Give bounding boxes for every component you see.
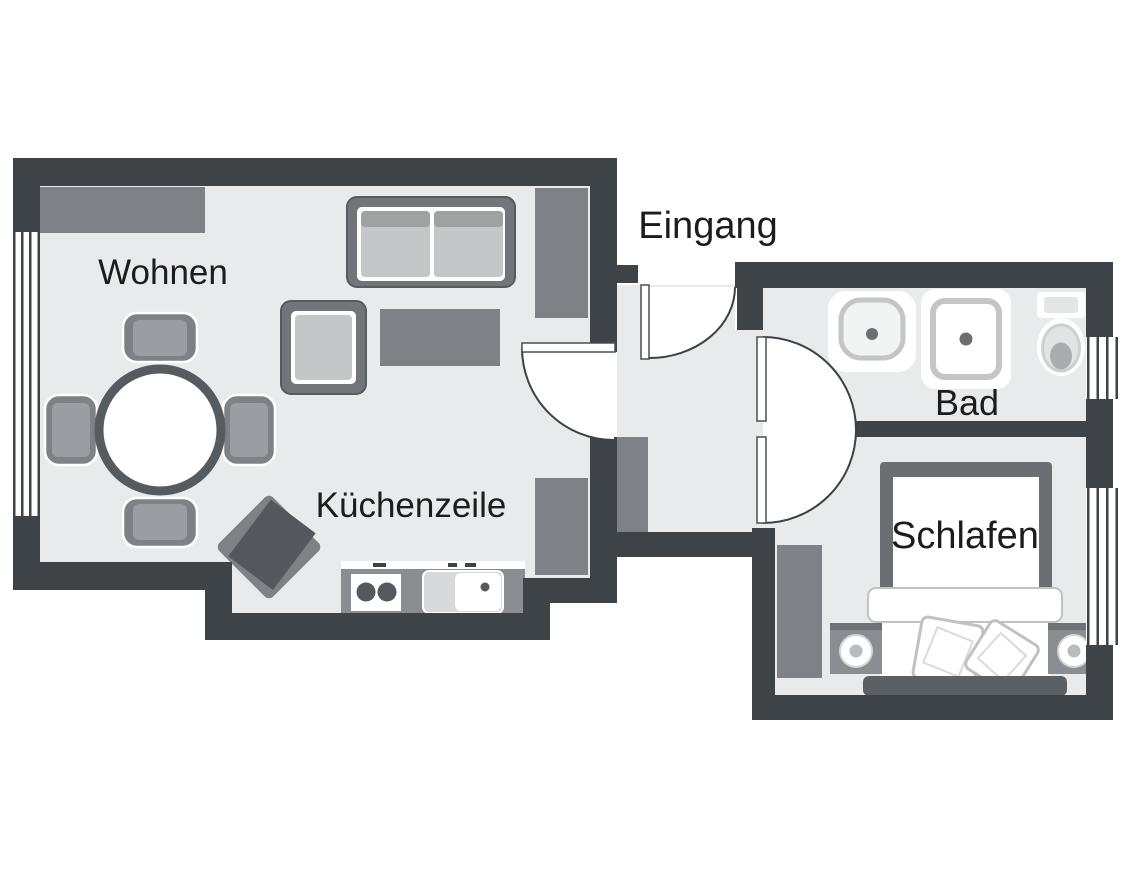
bathroom-fixtures xyxy=(828,289,1085,389)
tall-cabinet-top xyxy=(535,188,588,318)
dining-chair-bottom xyxy=(121,496,199,549)
door-leaf xyxy=(756,436,767,524)
counter-handle xyxy=(373,563,386,567)
kitchen-sink xyxy=(422,570,504,614)
label-entrance: Eingang xyxy=(638,205,777,247)
bathroom-window-right xyxy=(1086,337,1118,399)
burner xyxy=(377,582,397,602)
wall-step-connector-right xyxy=(523,590,550,640)
bath-top-wall xyxy=(735,262,1113,288)
headboard xyxy=(863,676,1067,696)
lounge-chair xyxy=(217,495,321,599)
bath-left-wall xyxy=(737,262,763,330)
hall-cabinet xyxy=(617,437,648,532)
dining-chair-top xyxy=(121,311,199,364)
round-dining-table xyxy=(94,364,226,496)
label-living: Wohnen xyxy=(98,253,228,292)
living-room-door xyxy=(521,342,616,441)
bedroom-window-right xyxy=(1086,488,1118,645)
double-bed xyxy=(863,462,1067,696)
room-labels: Wohnen Küchenzeile Eingang Bad Schlafen xyxy=(98,205,1039,557)
entry-wall-stub xyxy=(617,265,638,283)
bedroom-bottom-wall xyxy=(752,695,1113,720)
bedroom-left-wall xyxy=(752,528,775,697)
pillow-right xyxy=(964,619,1040,695)
wardrobe xyxy=(777,545,822,678)
living-room-furniture xyxy=(38,187,588,599)
sofa xyxy=(346,196,516,288)
living-top-wall xyxy=(13,158,617,186)
armchair xyxy=(280,300,367,395)
door-leaf xyxy=(756,336,767,422)
kitchen-unit xyxy=(341,561,525,614)
living-room-window-left xyxy=(13,232,40,516)
kitchen-bottom-wall xyxy=(205,613,550,640)
counter-handle xyxy=(465,563,476,567)
label-bedroom: Schlafen xyxy=(891,515,1039,557)
door-leaf xyxy=(521,342,616,353)
cooktop xyxy=(351,574,401,611)
tall-cabinet-bottom xyxy=(535,478,588,575)
living-right-wall-upper xyxy=(590,158,617,352)
dining-chair-left xyxy=(43,393,99,467)
nightstand-left xyxy=(830,623,882,674)
toilet xyxy=(1037,292,1085,376)
burner xyxy=(356,582,376,602)
door-leaf xyxy=(640,284,650,360)
bathroom-door xyxy=(756,336,857,431)
entrance-door xyxy=(640,284,736,360)
living-right-wall-lower xyxy=(590,437,617,603)
shower xyxy=(921,289,1011,389)
living-bottom-wall-left xyxy=(13,562,232,590)
sideboard xyxy=(38,187,205,233)
hall-bottom-wall xyxy=(590,532,752,557)
washbasin xyxy=(828,291,916,372)
dining-group xyxy=(43,311,277,549)
label-bath: Bad xyxy=(935,382,999,423)
dining-chair-right xyxy=(221,393,277,467)
counter-handle xyxy=(448,563,457,567)
drain xyxy=(480,582,490,592)
bedroom-furniture xyxy=(777,462,1100,696)
living-left-wall-upper xyxy=(13,158,40,233)
kitchen-counter-edge xyxy=(341,561,525,569)
label-kitchen: Küchenzeile xyxy=(316,486,507,525)
coffee-table xyxy=(380,309,500,366)
doors xyxy=(521,284,857,524)
windows xyxy=(13,232,1118,645)
blanket xyxy=(867,587,1063,623)
bedroom-door xyxy=(756,429,857,524)
